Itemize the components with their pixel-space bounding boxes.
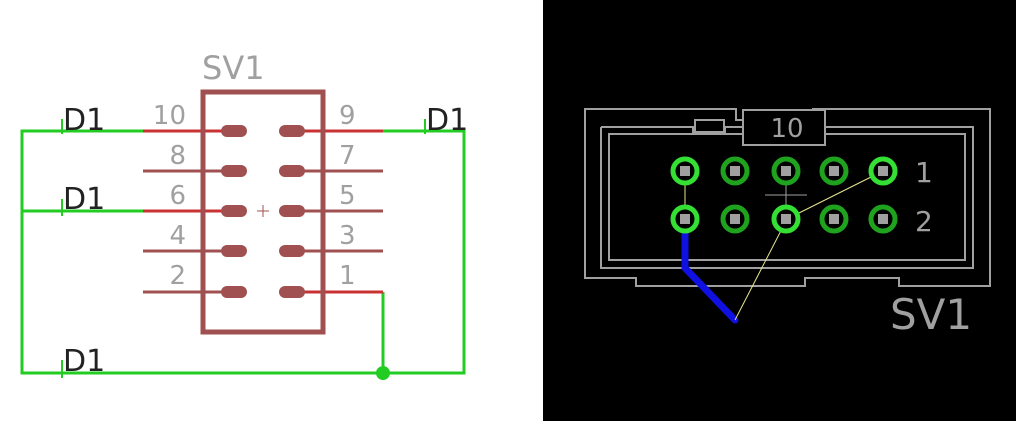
board-panel[interactable]: 10 1 2 SV1 — [543, 0, 1016, 421]
part-name-label: SV1 — [202, 49, 265, 87]
pad — [720, 204, 750, 234]
pin-number: 4 — [169, 221, 186, 251]
net-label-d1-mid-left: D1 — [63, 182, 105, 217]
origin-cross — [257, 205, 269, 217]
key-label-box — [742, 109, 826, 146]
pads[interactable] — [670, 156, 898, 234]
net-d1-wires[interactable] — [20, 129, 466, 375]
pin-number: 3 — [339, 221, 356, 251]
pin-number: 9 — [339, 101, 356, 131]
pin-numbers-left: 10 8 6 4 2 — [153, 101, 186, 291]
pin-number: 7 — [339, 141, 356, 171]
board-part-name: SV1 — [890, 290, 972, 339]
board-canvas[interactable]: 10 1 2 SV1 — [543, 0, 1016, 421]
pad — [670, 156, 700, 186]
net-label-ticks — [61, 119, 426, 378]
connector-symbol-body[interactable] — [200, 89, 326, 335]
pad — [868, 204, 898, 234]
schematic-canvas[interactable]: D1 D1 D1 D1 — [0, 0, 543, 421]
net-label-d1-top-left: D1 — [63, 103, 105, 138]
centre-cross — [765, 181, 807, 209]
pin-numbers-right: 9 7 5 3 1 — [339, 101, 356, 291]
pin-number: 6 — [169, 181, 186, 211]
pad — [771, 204, 801, 234]
row-label-2: 2 — [915, 205, 933, 238]
row-label-1: 1 — [915, 156, 933, 189]
routed-trace[interactable] — [681, 218, 739, 324]
key-label: 10 — [770, 114, 803, 144]
pin-number: 2 — [169, 261, 186, 291]
pin-lines — [143, 129, 383, 294]
schematic-panel[interactable]: D1 D1 D1 D1 — [0, 0, 543, 421]
pad — [819, 204, 849, 234]
pin-number: 1 — [339, 261, 356, 291]
pad — [819, 156, 849, 186]
pin-number: 10 — [153, 101, 186, 131]
net-junction — [376, 366, 390, 380]
net-label-d1-top-right: D1 — [426, 103, 468, 138]
pad — [720, 156, 750, 186]
pad — [868, 156, 898, 186]
pin-number: 5 — [339, 181, 356, 211]
net-label-d1-bottom-left: D1 — [63, 344, 105, 379]
pad — [670, 204, 700, 234]
pin-number: 8 — [169, 141, 186, 171]
pad — [771, 156, 801, 186]
pin-pills — [221, 125, 305, 298]
